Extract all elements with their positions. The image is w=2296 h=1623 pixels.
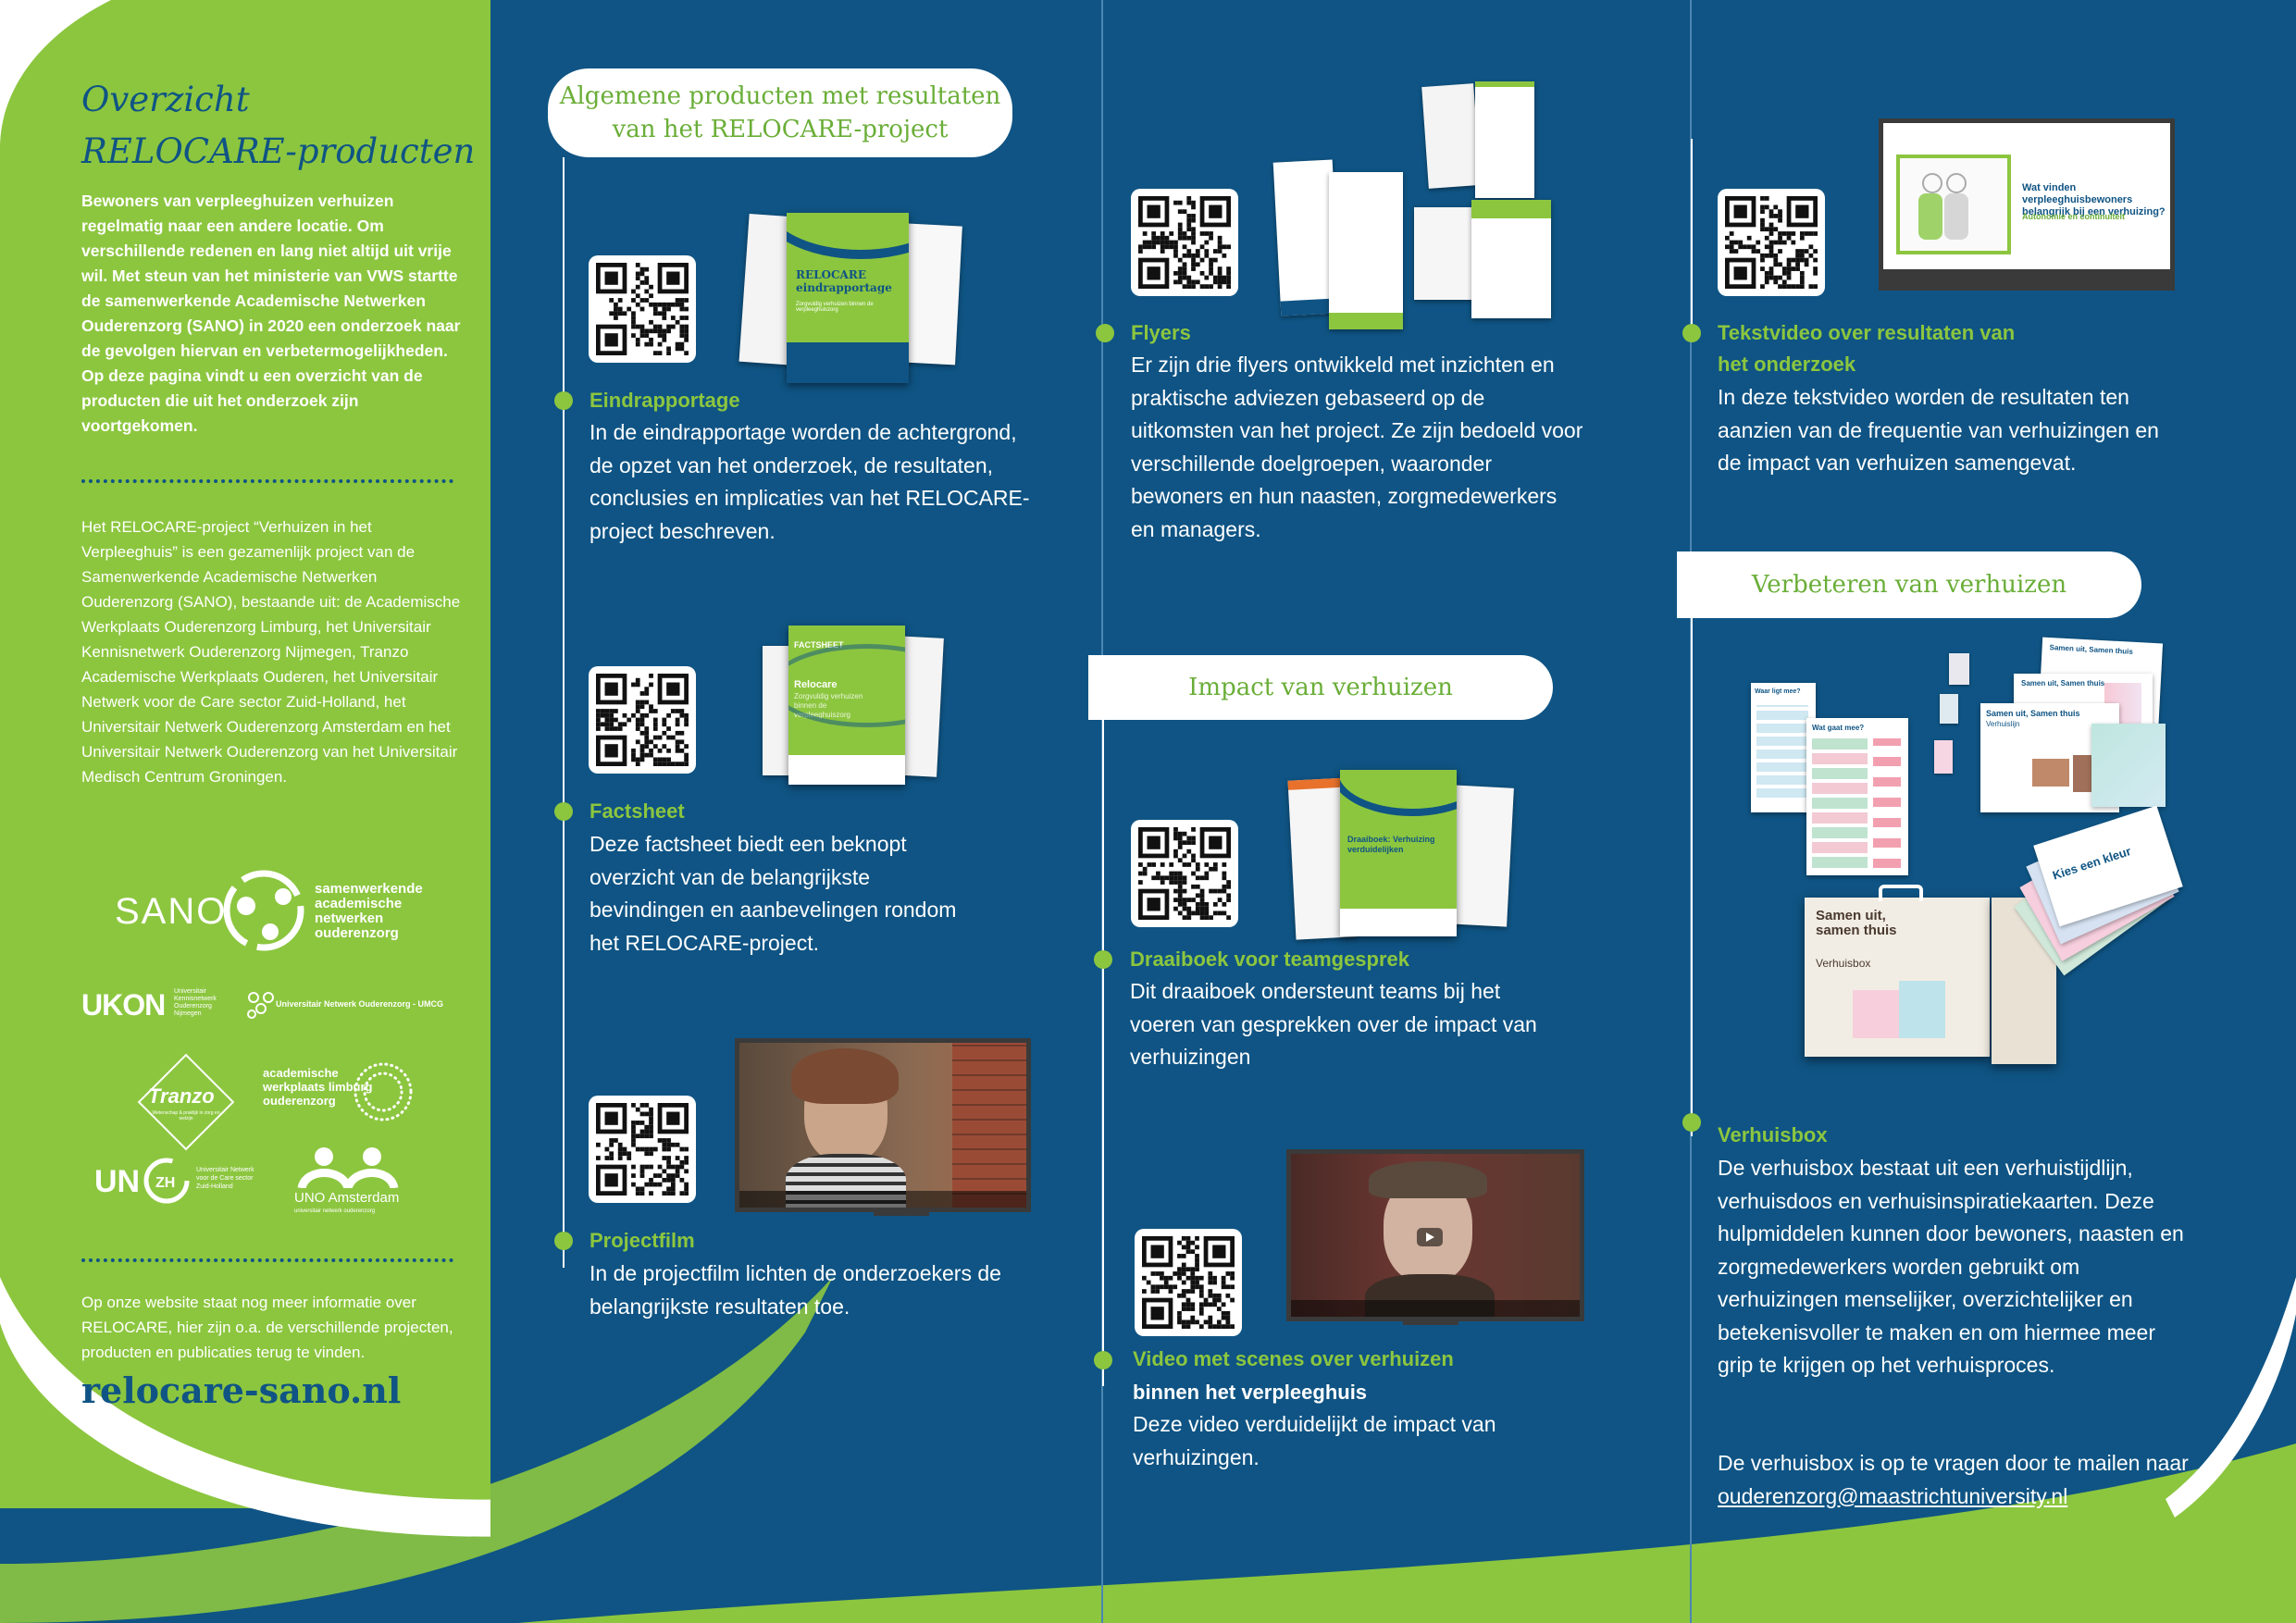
tekstvideo-title-line1: Tekstvideo over resultaten van <box>1718 321 2016 344</box>
sano-circle-icon <box>223 870 304 951</box>
uno-wordmark: UNO Amsterdam <box>294 1190 400 1206</box>
sidebar-intro: Bewoners van verpleeghuizen verhuizen re… <box>81 192 461 435</box>
timeline-dot <box>1682 324 1701 342</box>
sidebar-panel <box>0 0 490 1508</box>
draaiboek-cover-image: Draaiboek: Verhuizing verduidelijken <box>1287 768 1514 944</box>
sano-logo: SANO samenwerkende academische netwerken… <box>113 870 483 967</box>
factsheet-title: Factsheet <box>590 799 685 823</box>
sidebar-project-text: Het RELOCARE-project “Verhuizen in het V… <box>81 518 461 786</box>
qr-code-tekstvideo[interactable] <box>1718 189 1825 296</box>
screen-stand <box>874 1208 929 1216</box>
website-url-link[interactable]: relocare-sano.nl <box>81 1369 402 1411</box>
qr-pattern <box>1138 196 1231 289</box>
section-header-impact: Impact van verhuizen <box>1088 655 1553 720</box>
unc-zh-icon: UN ZH <box>94 1158 190 1204</box>
timeline-dot <box>1096 324 1114 342</box>
verhuisbox-image: Waar ligt mee? Wat gaat mee? Samen uit, … <box>1749 637 2212 1083</box>
flyers-text: Er zijn drie flyers ontwikkeld met inzic… <box>1131 353 1583 541</box>
qr-pattern <box>1138 827 1231 920</box>
qr-code-draaiboek[interactable] <box>1131 820 1238 927</box>
ukon-wordmark: UKON <box>81 988 166 1022</box>
timeline-dot <box>554 802 573 821</box>
ukon-logo: UKON Universitair Kennisnetwerk Ouderenz… <box>81 988 230 1035</box>
dotted-divider <box>81 1258 453 1262</box>
tekstvideo-title-line2: het onderzoek <box>1718 353 1856 376</box>
sidebar-title: Overzicht RELOCARE-producten <box>81 74 479 178</box>
tranzo-wordmark: Tranzo <box>148 1084 215 1108</box>
eindrapportage-text: In de eindrapportage worden de achtergro… <box>590 420 1030 543</box>
projectfilm-text: In de projectfilm lichten de onderzoeker… <box>590 1261 1001 1319</box>
timeline-line <box>1102 720 1104 1386</box>
awo-limburg-logo: academische werkplaats limburg ouderenzo… <box>263 1055 420 1129</box>
uno-people-icon <box>297 1147 399 1188</box>
uno-amsterdam-logo: UNO Amsterdam universitair netwerk ouder… <box>289 1144 418 1218</box>
flyers-image <box>1272 81 1555 329</box>
qr-pattern <box>596 674 689 766</box>
unc-zh-subtitle: Universitair Netwerk voor de Care sector… <box>196 1167 254 1190</box>
timeline-dot <box>1682 1113 1701 1132</box>
sidebar-footer-text: Op onze website staat nog meer informati… <box>81 1294 453 1361</box>
verhuisbox-contact: De verhuisbox is op te vragen door te ma… <box>1718 1447 2190 1513</box>
sidebar-title-line1: Overzicht <box>81 80 250 119</box>
sano-wordmark: SANO <box>115 891 228 932</box>
projectfilm-title: Projectfilm <box>590 1229 695 1252</box>
contact-prefix: De verhuisbox is op te vragen door te ma… <box>1718 1451 2189 1475</box>
qr-code-flyers[interactable] <box>1131 189 1238 296</box>
draaiboek-text: Dit draaiboek ondersteunt teams bij het … <box>1130 979 1537 1069</box>
qr-pattern <box>596 263 689 355</box>
qr-pattern <box>596 1103 689 1196</box>
qr-code-factsheet[interactable] <box>589 666 696 774</box>
timeline-line <box>563 157 565 1268</box>
video-text: Deze video verduidelijkt de impact van v… <box>1133 1412 1496 1469</box>
timeline-dot <box>554 391 573 410</box>
projectfilm-video-thumbnail[interactable] <box>735 1038 1031 1212</box>
eindrapportage-title: Eindrapportage <box>590 389 740 412</box>
timeline-line <box>1691 618 1693 1136</box>
timeline-dot <box>1094 1351 1112 1369</box>
tekstvideo-thumbnail[interactable]: Wat vinden verpleeghuisbewoners belangri… <box>1879 118 2175 291</box>
qr-code-eindrapportage[interactable] <box>589 255 696 363</box>
screen-stand <box>1403 1318 1458 1325</box>
tranzo-logo: Tranzo Wetenschap & praktijk in zorg en … <box>137 1053 235 1151</box>
section-header-general: Algemene producten met resultaten van he… <box>548 68 1012 157</box>
flyers-title: Flyers <box>1131 321 1191 344</box>
sidebar-title-line2: RELOCARE-producten <box>81 131 476 171</box>
factsheet-text: Deze factsheet biedt een beknopt overzic… <box>590 832 957 955</box>
video-subtitle: binnen het verpleeghuis <box>1133 1381 1368 1404</box>
factsheet-cover-image: FACTSHEET Relocare Zorgvuldig verhuizen … <box>759 626 944 792</box>
verhuisbox-title: Verhuisbox <box>1718 1123 1828 1146</box>
tranzo-subtitle: Wetenschap & praktijk in zorg en welzijn <box>152 1110 220 1121</box>
qr-code-video[interactable] <box>1135 1229 1242 1336</box>
video-scenes-thumbnail[interactable] <box>1286 1149 1584 1321</box>
sano-subtitle: samenwerkende academische netwerken oude… <box>315 881 423 941</box>
section-header-improve: Verbeteren van verhuizen <box>1677 551 2141 618</box>
tekstvideo-text: In deze tekstvideo worden de resultaten … <box>1718 385 2159 475</box>
qr-pattern <box>1725 196 1818 289</box>
umcg-label: Universitair Netwerk Ouderenzorg - UMCG <box>276 999 444 1009</box>
timeline-dot <box>554 1232 573 1250</box>
ukon-subtitle: Universitair Kennisnetwerk Ouderenzorg N… <box>174 988 217 1017</box>
svg-text:ZH: ZH <box>155 1175 175 1191</box>
qr-pattern <box>1142 1236 1235 1329</box>
timeline-line <box>1691 139 1693 333</box>
qr-code-projectfilm[interactable] <box>589 1096 696 1203</box>
eindrapportage-cover-image: RELOCARE eindrapportage Zorgvuldig verhu… <box>738 213 962 389</box>
play-icon[interactable] <box>1417 1228 1443 1246</box>
svg-text:UN: UN <box>94 1164 140 1199</box>
sidebar-swoosh <box>0 0 490 1537</box>
unc-zh-logo: UN ZH Universitair Netwerk voor de Care … <box>93 1153 259 1208</box>
tekstvideo-title: Tekstvideo over resultaten van het onder… <box>1718 317 2015 380</box>
sidebar: Overzicht RELOCARE-producten Bewoners va… <box>0 0 490 1623</box>
video-title: Video met scenes over verhuizen <box>1133 1347 1454 1370</box>
draaiboek-title: Draaiboek voor teamgesprek <box>1130 948 1410 971</box>
umcg-dots-icon <box>247 992 274 1019</box>
dotted-divider <box>81 479 453 483</box>
uno-subtitle: universitair netwerk ouderenzorg <box>294 1208 376 1214</box>
contact-email-link[interactable]: ouderenzorg@maastrichtuniversity.nl <box>1718 1483 2068 1508</box>
awo-dots-icon <box>354 1062 413 1121</box>
timeline-dot <box>1094 950 1112 969</box>
umcg-logo: Universitair Netwerk Ouderenzorg - UMCG <box>244 988 485 1025</box>
verhuisbox-text: De verhuisbox bestaat uit een verhuistij… <box>1718 1156 2184 1377</box>
